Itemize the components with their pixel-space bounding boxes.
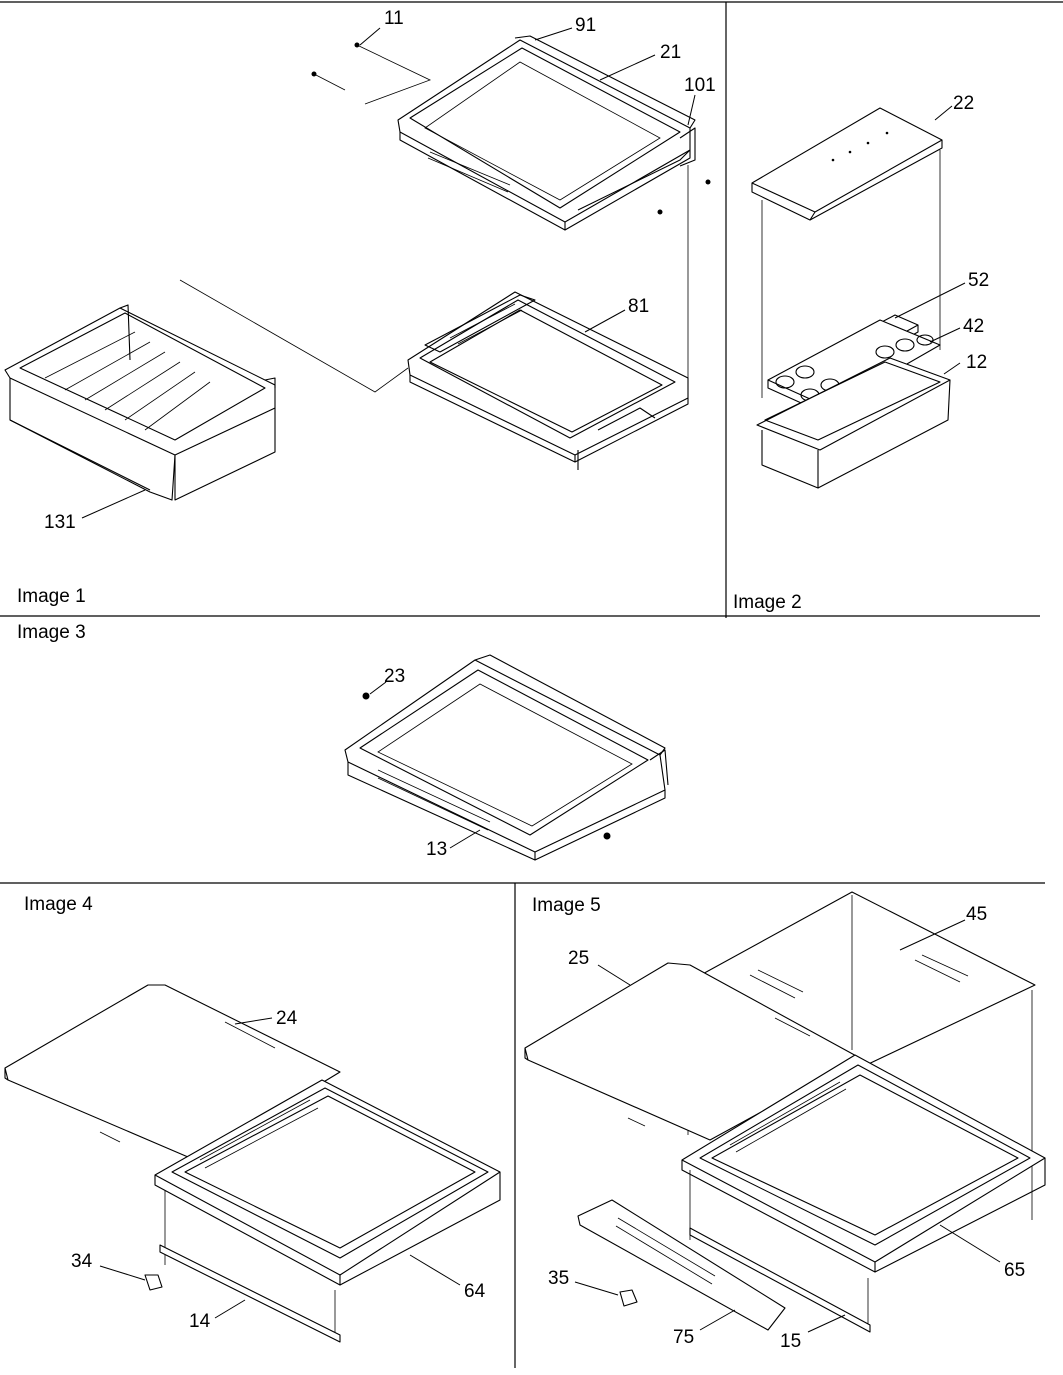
panel-image-2: 22 52 42 12 Image 2 <box>733 93 989 613</box>
panel-image-5: Image 5 <box>524 891 1046 1352</box>
crisper-drawer-131 <box>4 304 276 501</box>
callout-11: 11 <box>384 8 404 29</box>
callout-12: 12 <box>966 352 987 373</box>
rail-14 <box>159 1244 341 1343</box>
callout-14: 14 <box>189 1311 211 1332</box>
callout-42: 42 <box>963 316 984 337</box>
callout-35: 35 <box>548 1268 569 1289</box>
callout-81: 81 <box>628 296 649 317</box>
shelf-21 <box>397 35 696 231</box>
callout-25: 25 <box>568 948 589 969</box>
rail-15 <box>689 1227 871 1333</box>
shelf-frame-65 <box>681 1054 1046 1273</box>
callout-131: 131 <box>44 512 76 533</box>
clip-34 <box>144 1274 163 1291</box>
panel-caption-2: Image 2 <box>733 592 802 613</box>
callout-15: 15 <box>780 1331 801 1352</box>
callout-64: 64 <box>464 1281 486 1302</box>
front-trim-75 <box>577 1199 786 1331</box>
shelf-13 <box>344 654 669 861</box>
callout-91: 91 <box>575 15 596 36</box>
panel-caption-3: Image 3 <box>17 622 86 643</box>
panel-caption-4: Image 4 <box>24 894 93 915</box>
panel-image-1: 11 91 21 101 81 131 Image 1 <box>4 8 716 607</box>
shelf-frame-64 <box>154 1079 501 1286</box>
callout-23: 23 <box>384 666 405 687</box>
panel-caption-5: Image 5 <box>532 895 601 916</box>
bin-12 <box>756 357 951 489</box>
glass-shelf-24 <box>4 984 341 1161</box>
callout-101: 101 <box>684 75 716 96</box>
panel-caption-1: Image 1 <box>17 586 86 607</box>
callout-75: 75 <box>673 1327 694 1348</box>
callout-52: 52 <box>968 270 989 291</box>
shelf-frame-81 <box>407 291 689 470</box>
callout-34: 34 <box>71 1251 93 1272</box>
callout-13: 13 <box>426 839 447 860</box>
clip-35 <box>619 1289 638 1307</box>
callout-65: 65 <box>1004 1260 1025 1281</box>
screws-11 <box>311 42 711 215</box>
panel-image-3: Image 3 23 13 <box>17 622 669 861</box>
cover-22 <box>751 107 943 221</box>
panel-image-4: Image 4 24 34 64 14 <box>4 894 501 1343</box>
callout-21: 21 <box>660 42 681 63</box>
callout-22: 22 <box>953 93 974 114</box>
callout-45: 45 <box>966 904 987 925</box>
callout-24: 24 <box>276 1008 298 1029</box>
